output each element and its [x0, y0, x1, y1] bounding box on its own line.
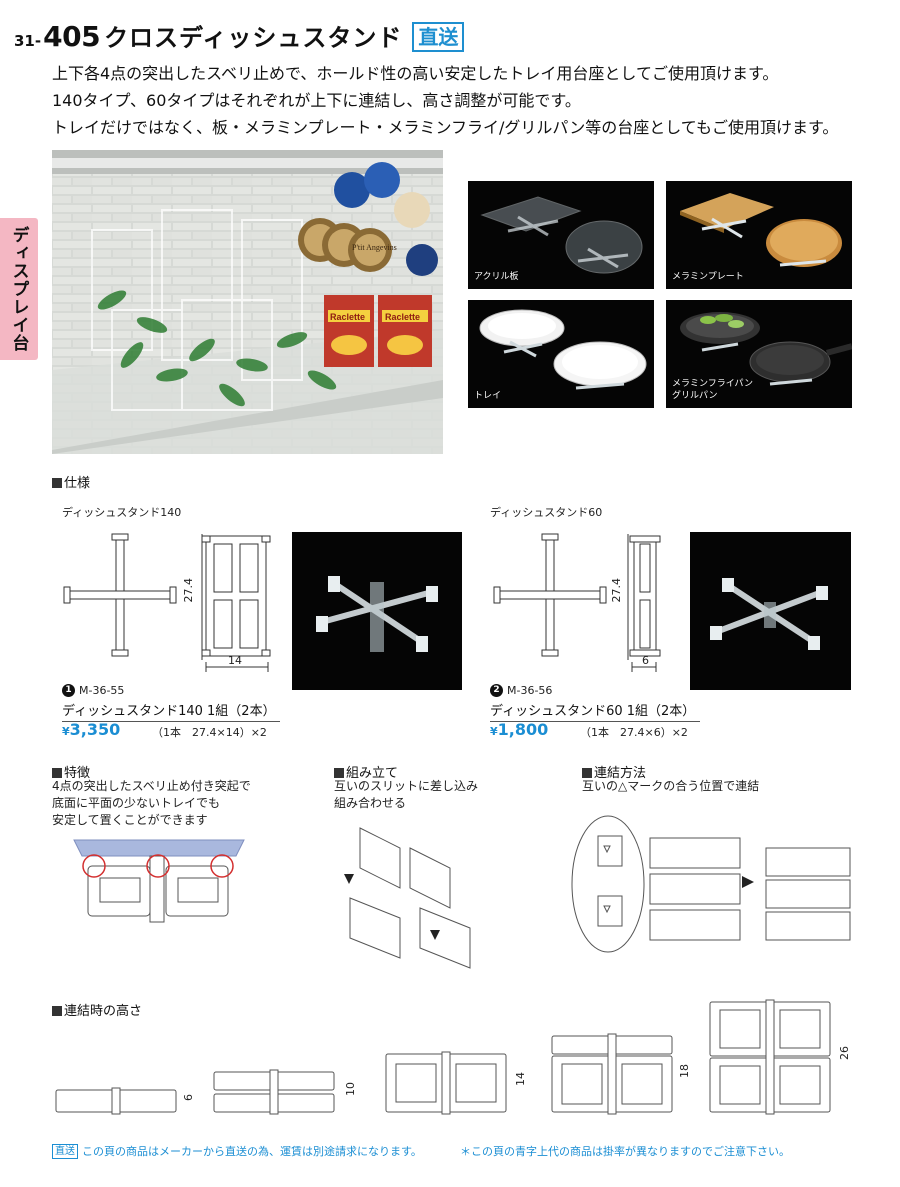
photo-acrylic-board: アクリル板 — [468, 181, 654, 289]
height-stack-5 — [709, 999, 831, 1115]
product-code: 405 — [43, 20, 101, 53]
stand140-3d-illustration — [316, 576, 438, 652]
bullet-square — [52, 1006, 62, 1016]
item-number-badge: 2 — [490, 684, 503, 697]
item-number-badge: 1 — [62, 684, 75, 697]
stand60-code-row: 2 M-36-56 — [490, 684, 552, 697]
side-tab-label: ディスプレイ台 — [8, 226, 29, 352]
stand140-diagram-title: ディッシュスタンド140 — [62, 506, 182, 519]
stand60-side-view — [629, 535, 661, 657]
photo-caption-group: メラミンフライパン グリルパン — [672, 378, 753, 402]
stand60-height-dim: 27.4 — [610, 578, 623, 603]
stand140-name: ディッシュスタンド140 1組（2本） — [62, 700, 280, 722]
footer-direct-badge: 直送 — [52, 1143, 78, 1159]
stand140-side-view — [201, 535, 271, 657]
description-line: 140タイプ、60タイプはそれぞれが上下に連結し、高さ調整が可能です。 — [52, 91, 581, 110]
stand140-width-dim-line — [205, 662, 269, 672]
description-line: 上下各4点の突出したスベリ止めで、ホールド性の高い安定したトレイ用台座としてご使… — [52, 64, 779, 83]
stand140-note: （1本 27.4×14）×2 — [152, 726, 267, 739]
photo-caption: アクリル板 — [474, 272, 519, 282]
stand60-3d-illustration — [710, 578, 828, 650]
stand60-width-dim: 6 — [642, 654, 649, 667]
photo-tray: トレイ — [468, 300, 654, 408]
stand140-price: ¥3,350 — [62, 720, 120, 739]
direct-ship-badge: 直送 — [412, 22, 465, 52]
melamine-plate-illustration — [680, 193, 842, 267]
product-title: クロスディッシュスタンド — [104, 24, 403, 52]
features-illustration — [73, 839, 245, 923]
tray-illustration — [479, 309, 647, 390]
assembly-illustration — [344, 827, 471, 969]
page-number: 31- — [14, 32, 42, 50]
photo-melamine-plate: メラミンプレート — [666, 181, 852, 289]
height-label-10: 10 — [344, 1082, 357, 1096]
height-label-6: 6 — [182, 1094, 195, 1101]
stand60-price: ¥1,800 — [490, 720, 548, 739]
footer-note-left: 直送 この頁の商品はメーカーから直送の為、運賃は別途請求になります。 — [52, 1143, 422, 1159]
stand60-note: （1本 27.4×6）×2 — [580, 726, 688, 739]
price-value: 3,350 — [69, 720, 121, 739]
footer-note-right: ＊この頁の青字上代の商品は掛率が異なりますのでご注意下さい。 — [460, 1145, 790, 1158]
bullet-square — [52, 478, 62, 488]
section-spec-label: 仕様 — [52, 472, 90, 491]
stand140-code-row: 1 M-36-55 — [62, 684, 124, 697]
stand140-height-dim-line — [201, 534, 203, 660]
stand60-top-view — [493, 533, 607, 657]
item-code: M-36-56 — [507, 684, 553, 697]
height-stack-4 — [551, 1033, 673, 1115]
height-stack-2 — [213, 1069, 335, 1115]
raclette-box-label: Raclette — [330, 312, 365, 322]
price-yen-symbol: ¥ — [62, 725, 70, 738]
photo-fry-pan: メラミンフライパン グリルパン — [666, 300, 852, 408]
hero-display-photo: P'tit Angevins Raclette Raclette — [52, 150, 443, 454]
section-connection-label: 連結方法 — [582, 762, 646, 781]
footer-left-text: この頁の商品はメーカーから直送の為、運賃は別途請求になります。 — [82, 1145, 422, 1158]
photo-caption: グリルパン — [672, 391, 718, 401]
raclette-box-label: Raclette — [385, 312, 420, 322]
stand140-height-dim: 27.4 — [182, 578, 195, 603]
fry-pan-illustration — [680, 312, 852, 386]
stand60-height-dim-line — [627, 534, 629, 660]
item-code: M-36-55 — [79, 684, 125, 697]
category-side-tab[interactable]: ディスプレイ台 — [0, 218, 38, 360]
height-stack-3 — [385, 1051, 507, 1115]
section-features-label: 特徴 — [52, 762, 90, 781]
stand60-diagram-title: ディッシュスタンド60 — [490, 506, 603, 519]
stand140-width-dim: 14 — [228, 654, 242, 667]
stand140-top-view — [63, 533, 177, 657]
photo-caption: メラミンフライパン — [672, 379, 754, 389]
height-stack-1 — [55, 1087, 177, 1115]
features-text: 4点の突出したスベリ止め付き突起で 底面に平面の少ないトレイでも 安定して置くこ… — [52, 779, 251, 827]
stand60-name: ディッシュスタンド60 1組（2本） — [490, 700, 700, 722]
stand140-photo — [292, 532, 462, 690]
price-yen-symbol: ¥ — [490, 725, 498, 738]
hero-illustration: P'tit Angevins Raclette Raclette — [52, 150, 443, 454]
photo-caption: メラミンプレート — [672, 272, 744, 282]
page-header: 31- 405 クロスディッシュスタンド 直送 — [14, 18, 465, 54]
price-value: 1,800 — [497, 720, 549, 739]
connection-text: 互いの△マークの合う位置で連結 — [582, 779, 760, 793]
acrylic-illustration — [480, 196, 643, 274]
height-label-14: 14 — [514, 1072, 527, 1086]
assembly-text: 互いのスリットに差し込み 組み合わせる — [334, 779, 479, 810]
bullet-square — [334, 768, 344, 778]
product-description: 上下各4点の突出したスベリ止めで、ホールド性の高い安定したトレイ用台座としてご使… — [52, 60, 892, 141]
section-heights-label: 連結時の高さ — [52, 1000, 142, 1019]
cheese-label: P'tit Angevins — [352, 243, 397, 252]
height-label-18: 18 — [678, 1064, 691, 1078]
height-label-26: 26 — [838, 1046, 851, 1060]
stand60-photo — [690, 532, 851, 690]
bullet-square — [582, 768, 592, 778]
connection-illustration — [571, 815, 851, 953]
section-assembly-label: 組み立て — [334, 762, 398, 781]
bullet-square — [52, 768, 62, 778]
photo-caption: トレイ — [474, 391, 502, 401]
description-line: トレイだけではなく、板・メラミンプレート・メラミンフライ/グリルパン等の台座とし… — [52, 118, 839, 137]
stand60-width-dim-line — [631, 662, 657, 672]
